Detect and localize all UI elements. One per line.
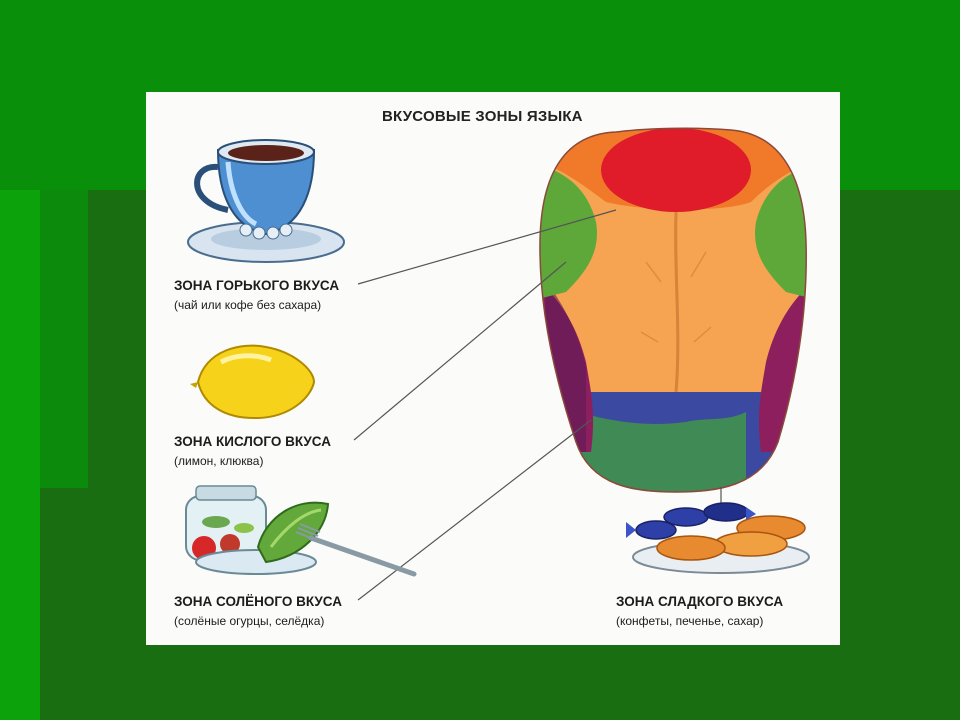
salty-zone-examples: (солёные огурцы, селёдка) — [174, 614, 325, 628]
sour-zone-title: ЗОНА КИСЛОГО ВКУСА — [174, 434, 331, 449]
tongue-tip-zone — [601, 128, 751, 212]
bitter-zone-title: ЗОНА ГОРЬКОГО ВКУСА — [174, 278, 340, 293]
diagram-title: ВКУСОВЫЕ ЗОНЫ ЯЗЫКА — [382, 108, 583, 125]
sweet-zone-label: ЗОНА СЛАДКОГО ВКУСА (конфеты, печенье, с… — [616, 594, 783, 628]
tongue-texture — [640, 251, 712, 343]
sour-zone-examples: (лимон, клюква) — [174, 454, 264, 468]
diagram-art — [185, 127, 810, 601]
bitter-zone-examples: (чай или кофе без сахара) — [174, 298, 322, 312]
slide-background-edge — [0, 190, 40, 720]
pickle-jar-icon — [185, 485, 417, 577]
tongue-groove — [674, 211, 680, 393]
sweet-zone-title: ЗОНА СЛАДКОГО ВКУСА — [616, 594, 784, 609]
bitter-zone-label: ЗОНА ГОРЬКОГО ВКУСА (чай или кофе без са… — [174, 278, 339, 312]
leader-line-salty — [357, 419, 592, 601]
tongue-sweet-zone-shade — [576, 412, 746, 492]
tongue-salty-zone-right — [758, 272, 807, 452]
lemon-icon — [190, 344, 316, 420]
tongue-outline — [539, 127, 807, 493]
tongue-bitter-zone-right — [755, 162, 807, 302]
sweets-plate-icon — [626, 502, 810, 574]
tea-cup-icon — [187, 139, 345, 263]
salty-zone-title: ЗОНА СОЛЁНОГО ВКУСА — [174, 594, 342, 609]
leader-line-bitter — [357, 209, 617, 285]
leader-line-sour — [353, 261, 567, 441]
sweet-zone-examples: (конфеты, печенье, сахар) — [616, 614, 764, 628]
tongue-illustration — [539, 127, 807, 493]
diagram-panel: ВКУСОВЫЕ ЗОНЫ ЯЗЫКА ЗОНА ГОРЬКОГО ВКУСА … — [146, 92, 840, 645]
salty-zone-label: ЗОНА СОЛЁНОГО ВКУСА (солёные огурцы, сел… — [174, 594, 342, 628]
sour-zone-label: ЗОНА КИСЛОГО ВКУСА (лимон, клюква) — [174, 434, 331, 468]
